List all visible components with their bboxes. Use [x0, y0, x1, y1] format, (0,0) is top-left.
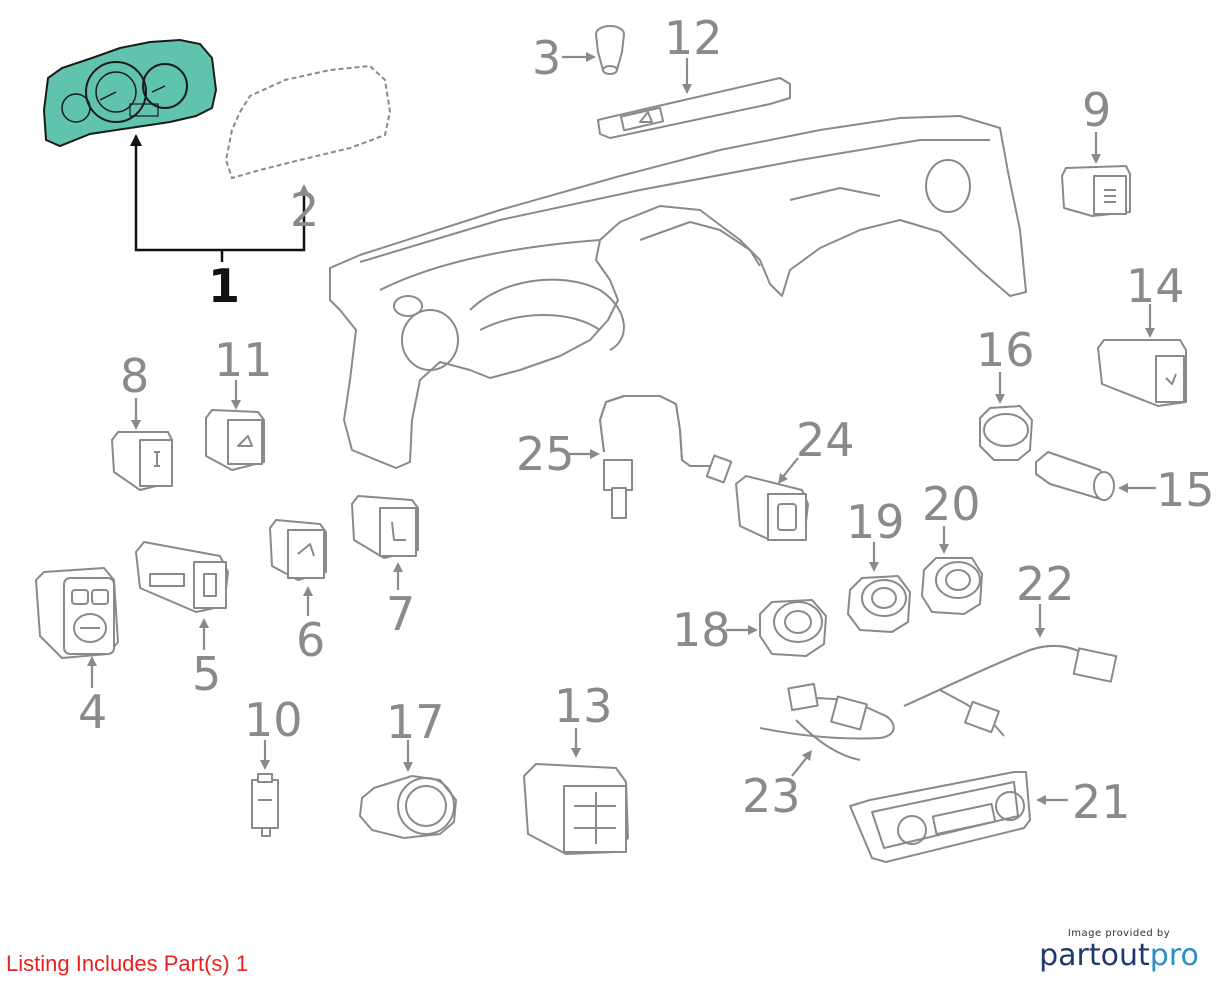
callout-6: 6: [296, 613, 325, 667]
part-24-switch[interactable]: [735, 475, 809, 541]
part-3-knob[interactable]: [595, 25, 625, 75]
callout-13: 13: [554, 679, 613, 733]
part-16-socket[interactable]: [979, 405, 1033, 461]
part-19-knob[interactable]: [847, 575, 911, 633]
part-5-switch[interactable]: [135, 541, 229, 613]
callout-9: 9: [1082, 83, 1111, 137]
callout-21: 21: [1072, 775, 1131, 829]
callout-18: 18: [672, 603, 731, 657]
part-2-cluster-lens[interactable]: [224, 64, 392, 180]
dashboard-assembly: [329, 115, 1027, 469]
part-12-switch-panel[interactable]: [597, 77, 791, 139]
callout-7: 7: [386, 587, 415, 641]
callout-17: 17: [386, 695, 445, 749]
callout-2: 2: [290, 183, 319, 237]
callout-1: 1: [208, 259, 240, 313]
credit-caption: Image provided by: [1067, 928, 1171, 939]
partoutpro-logo: partoutpro: [1034, 941, 1204, 971]
part-4-mirror-switch[interactable]: [35, 567, 119, 659]
logo-text-pro: pro: [1149, 938, 1199, 973]
part-8-switch[interactable]: [111, 431, 173, 491]
part-25-sensor[interactable]: [599, 395, 733, 519]
callout-20: 20: [922, 477, 981, 531]
callout-8: 8: [120, 349, 149, 403]
callout-25: 25: [516, 427, 575, 481]
part-20-knob[interactable]: [921, 557, 983, 615]
part-23-harness[interactable]: [759, 682, 895, 761]
part-21-climate-panel[interactable]: [849, 771, 1031, 863]
callout-24: 24: [796, 413, 855, 467]
callout-12: 12: [664, 11, 723, 65]
callout-3: 3: [532, 31, 561, 85]
part-9-switch[interactable]: [1061, 165, 1131, 217]
callout-19: 19: [846, 495, 905, 549]
image-credit: Image provided by partoutpro: [1034, 928, 1204, 971]
callout-4: 4: [78, 685, 107, 739]
callout-23: 23: [742, 769, 801, 823]
part-17-push-button[interactable]: [359, 775, 457, 839]
callout-10: 10: [244, 693, 303, 747]
callout-5: 5: [192, 647, 221, 701]
part-22-harness[interactable]: [903, 644, 1118, 737]
callout-14: 14: [1126, 259, 1185, 313]
callout-11: 11: [214, 333, 273, 387]
part-13-switch-module[interactable]: [523, 763, 629, 855]
part-18-knob[interactable]: [759, 599, 827, 657]
part-11-switch[interactable]: [205, 409, 265, 471]
callout-15: 15: [1156, 463, 1215, 517]
listing-note: Listing Includes Part(s) 1: [6, 951, 249, 976]
callout-16: 16: [976, 323, 1035, 377]
part-1-instrument-cluster[interactable]: [42, 38, 218, 148]
part-7-switch[interactable]: [351, 495, 419, 559]
part-15-outlet[interactable]: [1035, 451, 1115, 501]
logo-text-partout: partout: [1039, 938, 1150, 973]
part-14-switch[interactable]: [1097, 339, 1187, 407]
part-6-switch[interactable]: [269, 519, 327, 581]
part-10-connector[interactable]: [251, 773, 279, 837]
callout-22: 22: [1016, 557, 1075, 611]
